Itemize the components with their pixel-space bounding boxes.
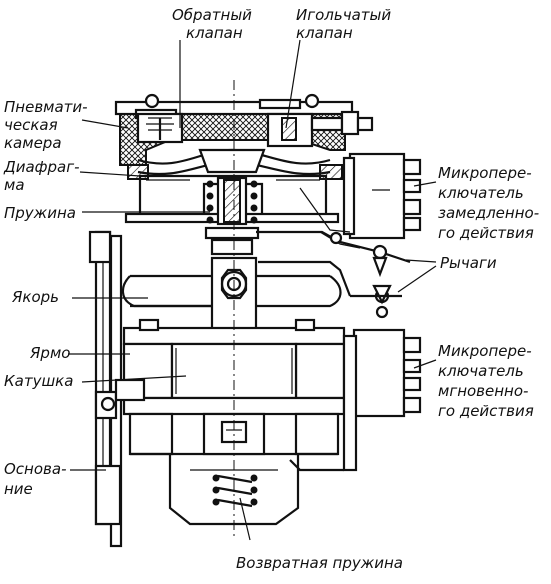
pneumatic-chamber-housing	[114, 93, 374, 166]
label-spring: Пружина	[4, 204, 76, 222]
armature-assembly	[121, 226, 342, 332]
diaphragm	[127, 148, 343, 180]
label-armature: Якорь	[11, 288, 59, 306]
labels: Обратный клапан Игольчатый клапан Пневма…	[3, 6, 544, 572]
label-delayed-switch: Микропере- ключатель замедленно- го дейс…	[438, 164, 544, 242]
label-return-spring: Возвратная пружина	[236, 554, 403, 572]
label-diaphragm: Диафраг- ма	[3, 158, 84, 194]
instant-micro-switch	[289, 328, 422, 472]
leader-lines	[68, 39, 437, 541]
label-needle-valve: Игольчатый клапан	[296, 6, 396, 42]
label-yoke: Ярмо	[29, 344, 70, 362]
label-check-valve: Обратный клапан	[172, 6, 257, 42]
delayed-micro-switch	[299, 152, 422, 240]
label-pneumatic-chamber: Пневмати- ческая камера	[4, 98, 92, 152]
label-instant-switch: Микропере- ключатель мгновенно- го дейст…	[438, 342, 536, 420]
label-base: Основа- ние	[4, 460, 71, 498]
relay-drawing	[88, 80, 422, 548]
levers	[256, 230, 411, 319]
label-levers: Рычаги	[440, 254, 497, 272]
diaphragm-spring	[206, 176, 258, 226]
label-coil: Катушка	[4, 372, 73, 390]
